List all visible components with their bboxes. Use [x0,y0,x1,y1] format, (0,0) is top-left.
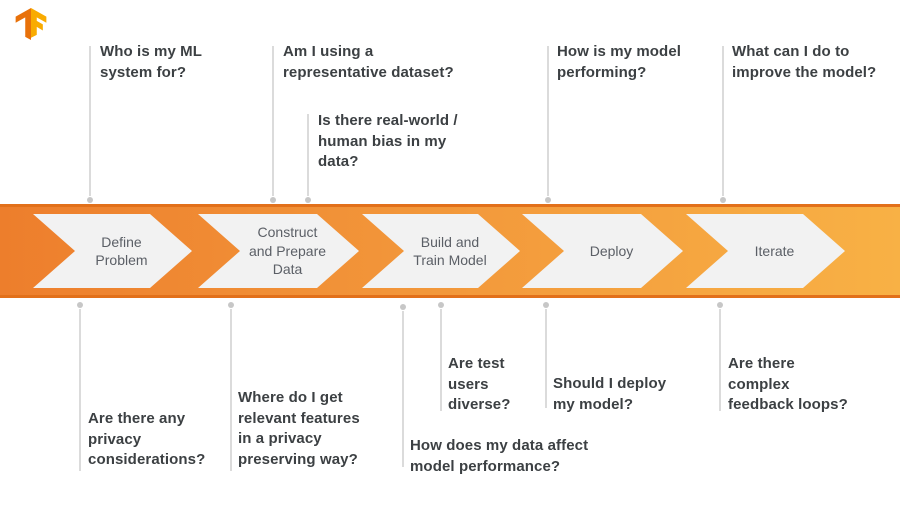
question-improve-the-model: What can I do to improve the model? [732,43,877,81]
connector-line [402,311,404,467]
question-privacy-preserving-features: Where do I get relevant features in a pr… [238,389,360,468]
question-model-performing: How is my model performing? [557,43,682,81]
stage-label: Build and Train Model [413,233,487,268]
connector-line [230,309,232,471]
stage-label: Deploy [589,242,634,259]
stage-label: Iterate [754,242,795,259]
question-real-world-human-bias: Is there real-world / human bias in my d… [318,112,458,170]
question-representative-dataset: Am I using a representative dataset? [283,43,454,81]
connector-line [79,309,81,471]
stage-construct-and-prepare-data: Construct and Prepare Data [198,214,359,288]
stage-label: Define Problem [95,233,148,268]
stage-deploy: Deploy [522,214,683,288]
connector-line [722,46,724,196]
connector-line [545,309,547,408]
question-privacy-considerations: Are there any privacy considerations? [88,410,206,468]
workflow-band: Define Problem Construct and Prepare Dat… [0,204,900,298]
stage-build-and-train-model: Build and Train Model [362,214,520,288]
stage-label: Construct and Prepare Data [248,224,327,278]
connector-line [89,46,91,196]
connector-line [272,46,274,196]
connector-line [307,114,309,196]
stage-define-problem: Define Problem [33,214,192,288]
question-should-i-deploy: Should I deploy my model? [553,375,667,413]
connector-line [440,309,442,411]
question-data-affect-model-performance: How does my data affect model performanc… [410,437,589,475]
connector-line [719,309,721,411]
stage-iterate: Iterate [686,214,845,288]
question-test-users-diverse: Are test users diverse? [448,355,511,413]
tensorflow-logo-icon [15,8,47,41]
question-complex-feedback-loops: Are there complex feedback loops? [728,355,848,413]
connector-line [547,46,549,196]
question-who-is-my-ml-system-for: Who is my ML system for? [100,43,203,81]
